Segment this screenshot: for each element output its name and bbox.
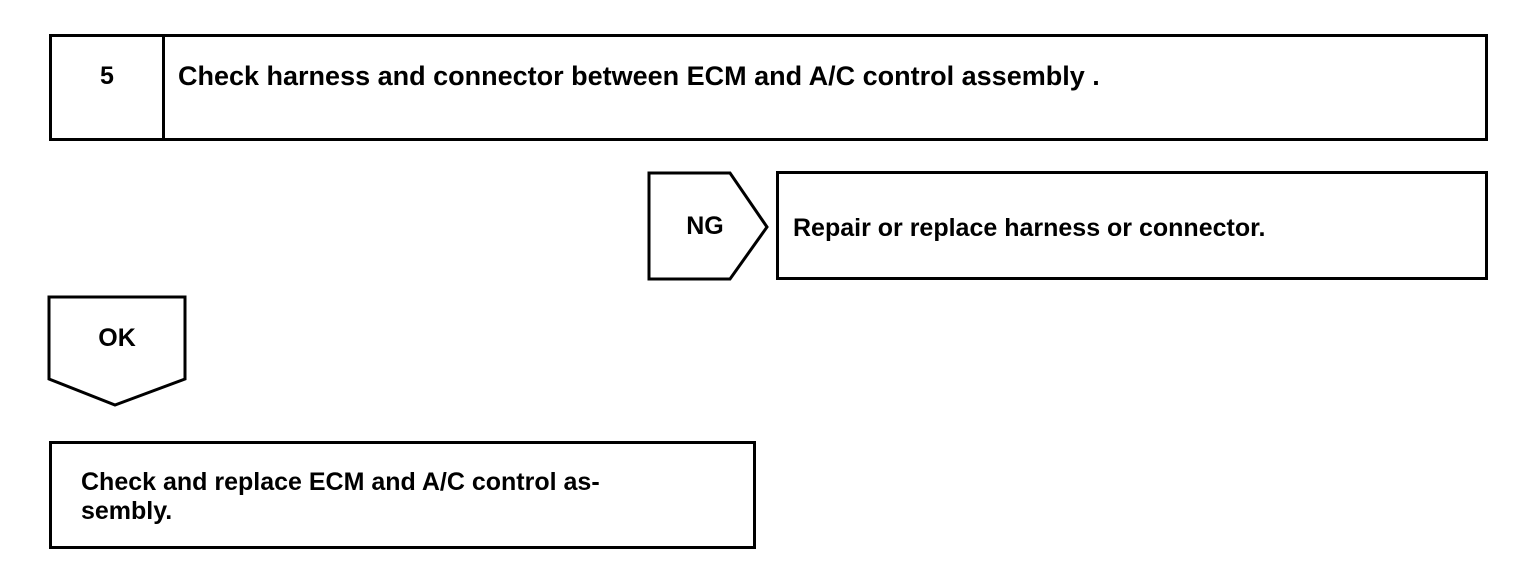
step-title: Check harness and connector between ECM … [178,61,1100,91]
step-number: 5 [52,37,165,138]
final-step-box: Check and replace ECM and A/C control as… [49,441,756,549]
step-box: 5 Check harness and connector between EC… [49,34,1488,141]
ok-label: OK [98,324,136,352]
final-step-text: Check and replace ECM and A/C control as… [81,468,600,525]
ng-result-box: Repair or replace harness or connector. [776,171,1488,280]
ng-label: NG [686,212,724,240]
ng-result-text: Repair or replace harness or connector. [793,214,1266,242]
